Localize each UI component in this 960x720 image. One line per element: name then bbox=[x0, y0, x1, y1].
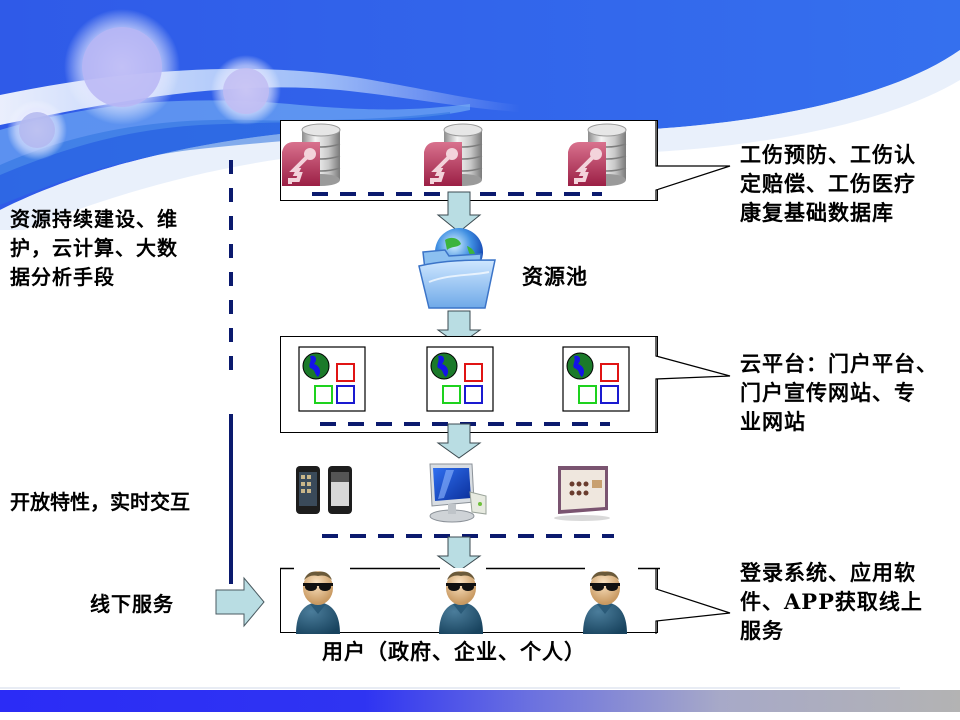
side-label-open-interaction: 开放特性，实时交互 bbox=[10, 490, 190, 514]
side-label-line: 资源持续建设、维 bbox=[10, 207, 178, 231]
database-key-icon bbox=[566, 122, 632, 188]
web-portal-icon bbox=[298, 346, 368, 414]
callout-users: 登录系统、应用软 件、APP获取线上 服务 bbox=[740, 558, 960, 645]
callout-line: 业网站 bbox=[740, 409, 806, 434]
arrow-down-icon bbox=[436, 191, 482, 233]
callout-line: 云平台：门户平台、 bbox=[740, 351, 938, 376]
web-portal-icon bbox=[562, 346, 632, 414]
smartphone-icon bbox=[296, 466, 352, 514]
arrow-right-icon bbox=[215, 576, 265, 628]
database-key-icon bbox=[422, 122, 488, 188]
callout-line: 工伤预防、工伤认 bbox=[740, 142, 916, 167]
web-portal-icon bbox=[426, 346, 496, 414]
vertical-solid-line bbox=[229, 414, 233, 584]
users-caption: 用户（政府、企业、个人） bbox=[322, 639, 586, 664]
user-icons bbox=[280, 568, 658, 634]
desktop-computer-icon bbox=[429, 463, 487, 523]
portal-icons bbox=[280, 336, 658, 433]
callout-line: 件、APP获取线上 bbox=[740, 589, 923, 614]
database-key-icon bbox=[280, 122, 346, 188]
callout-line: 康复基础数据库 bbox=[740, 200, 894, 225]
user-avatar-icon bbox=[579, 568, 631, 634]
callout-line: 登录系统、应用软 bbox=[740, 560, 916, 585]
arrow-down-icon bbox=[436, 536, 482, 572]
side-label-resource-construction: 资源持续建设、维 护，云计算、大数 据分析手段 bbox=[10, 205, 225, 292]
callout-pointer bbox=[655, 568, 731, 634]
footer-bar bbox=[0, 690, 960, 712]
tablet-icon bbox=[554, 466, 610, 521]
footer-divider bbox=[0, 687, 900, 689]
callout-pointer bbox=[655, 336, 731, 433]
user-avatar-icon bbox=[292, 568, 344, 634]
vertical-dashed-line bbox=[229, 160, 233, 370]
database-icons bbox=[280, 120, 658, 201]
callout-cloud-platform: 云平台：门户平台、 门户宣传网站、专 业网站 bbox=[740, 349, 960, 436]
side-label-line: 据分析手段 bbox=[10, 265, 115, 289]
arrow-down-icon bbox=[436, 423, 482, 459]
callout-line: 门户宣传网站、专 bbox=[740, 380, 916, 405]
side-label-line: 护，云计算、大数 bbox=[10, 236, 178, 260]
user-avatar-icon bbox=[435, 568, 487, 634]
dashed-separator bbox=[322, 534, 614, 538]
callout-line: 定赔偿、工伤医疗 bbox=[740, 171, 916, 196]
globe-folder-icon bbox=[418, 228, 496, 309]
resource-pool-label: 资源池 bbox=[522, 264, 588, 289]
users-frame-top-border bbox=[280, 567, 660, 570]
callout-pointer bbox=[655, 120, 731, 201]
callout-line: 服务 bbox=[740, 618, 784, 643]
callout-database: 工伤预防、工伤认 定赔偿、工伤医疗 康复基础数据库 bbox=[740, 140, 960, 227]
side-label-offline-service: 线下服务 bbox=[90, 592, 174, 616]
